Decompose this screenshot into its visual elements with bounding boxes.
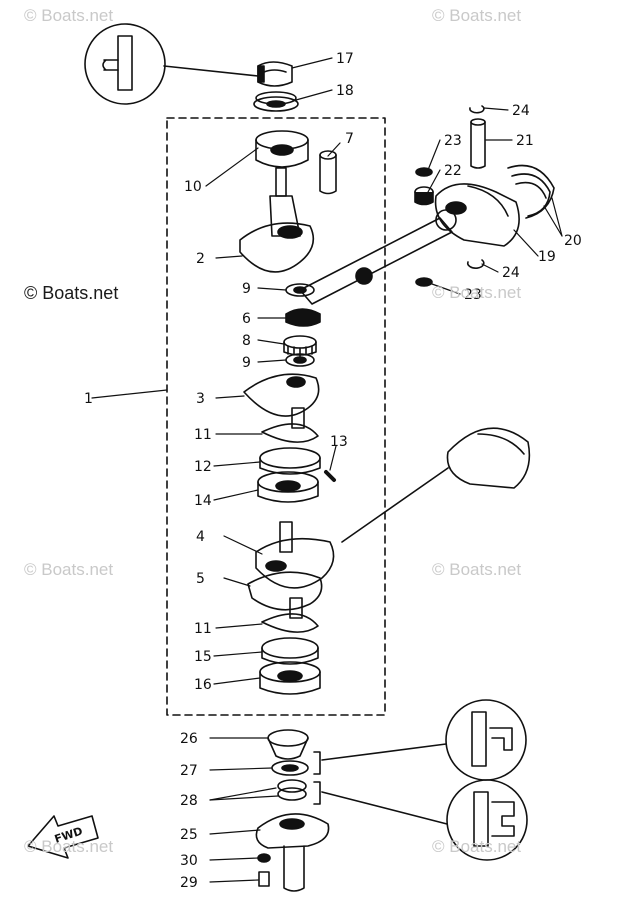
part-10-bearing [255,130,309,168]
callout-1: 1 [84,391,93,407]
callout-22: 22 [444,163,462,179]
callout-3: 3 [196,391,205,407]
callout-27: 27 [180,763,198,779]
part-14-bearing [257,471,319,503]
callout-19: 19 [538,249,556,265]
callout-15: 15 [194,649,212,665]
part-piston-lower [341,427,531,543]
watermark-mid-left: © Boats.net [24,283,119,303]
callout-12: 12 [194,459,212,475]
part-11-clip-upper [261,423,319,443]
part-25-housing [255,813,330,892]
callout-25: 25 [180,827,198,843]
callout-13: 13 [330,434,348,450]
watermark-mid-right: © Boats.net [432,283,522,302]
part-18-housing [253,91,299,112]
callout-10: 10 [184,179,202,195]
part-8-needle-bearing [283,335,317,357]
watermark-top-right: © Boats.net [432,6,522,25]
callout-24a: 24 [512,103,530,119]
leader-lines [91,57,563,883]
part-23-washer [415,167,433,287]
callout-11a: 11 [194,427,212,443]
part-30-washer [257,853,271,863]
part-5-crank-web-lower [247,571,323,619]
part-19-piston [434,183,520,247]
callout-29: 29 [180,875,198,891]
watermark-lower-left: © Boats.net [24,560,114,579]
watermark-lower-right: © Boats.net [432,560,522,579]
part-12-seal [259,447,321,475]
part-28-seal [277,779,307,801]
part-26-seal [267,729,309,760]
callout-2: 2 [196,251,205,267]
callout-23b: 23 [464,287,482,303]
detail-callout-icon [84,23,259,105]
part-27-seal [271,760,309,776]
part-4-crank-lower [255,521,335,589]
callout-5: 5 [196,571,205,587]
part-11-clip-lower [261,613,319,633]
part-2-crankshaft [239,167,315,273]
callout-4: 4 [196,529,205,545]
part-17-seal [257,61,293,87]
part-7-pin [319,150,337,195]
part-16-bearing [259,661,321,695]
detail-callout-icon-seal-2 [321,779,528,861]
part-29-bolt [258,871,270,887]
part-21-piston-pin [470,118,486,169]
callout-11b: 11 [194,621,212,637]
callout-9b: 9 [242,355,251,371]
watermark-bottom-left: © Boats.net [24,837,114,856]
part-15-seal [261,637,319,665]
callout-8: 8 [242,333,251,349]
callout-7: 7 [345,131,354,147]
part-6-rod-big-end [285,308,321,327]
callout-20: 20 [564,233,582,249]
part-9-washer-upper [285,283,315,297]
callout-26: 26 [180,731,198,747]
part-27-28-bracket [313,751,321,805]
callout-17: 17 [336,51,354,67]
part-3-crank-web [243,373,320,429]
fwd-arrow-icon [27,815,99,859]
part-20-rings [507,164,555,219]
callout-24b: 24 [502,265,520,281]
watermark-bottom-right: © Boats.net [432,837,522,856]
callout-14: 14 [194,493,212,509]
callout-6: 6 [242,311,251,327]
callout-28: 28 [180,793,198,809]
callout-9a: 9 [242,281,251,297]
callout-18: 18 [336,83,354,99]
callout-30: 30 [180,853,198,869]
crankshaft-assembly-boundary [166,117,386,716]
callout-21: 21 [516,133,534,149]
callout-16: 16 [194,677,212,693]
watermark-top-left: © Boats.net [24,6,114,25]
part-13-pin [324,470,336,482]
callout-23a: 23 [444,133,462,149]
detail-callout-icon-seal-1 [321,699,527,781]
callout-labels: 1 2 3 4 5 6 7 8 9 9 10 11 11 12 13 14 15… [84,51,582,891]
part-22-bearing [414,186,434,206]
